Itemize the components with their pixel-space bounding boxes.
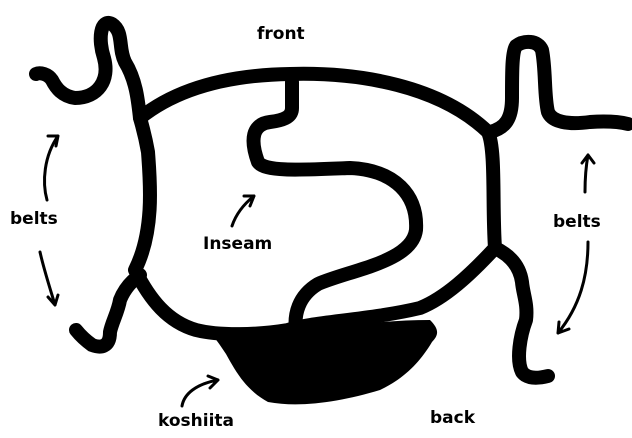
left-upper-belt	[36, 23, 140, 118]
arrow-inseam	[232, 196, 254, 226]
right-upper-belt	[490, 42, 628, 132]
left-lower-belt	[76, 275, 140, 347]
arrow-belts-left-up	[45, 136, 58, 200]
arrow-belts-right-up	[582, 155, 594, 192]
arrow-belts-left-down	[40, 252, 58, 305]
label-inseam: Inseam	[203, 236, 272, 253]
body-outline	[135, 74, 495, 334]
right-lower-belt	[495, 248, 548, 378]
label-back: back	[430, 410, 475, 427]
arrow-koshiita	[182, 376, 218, 406]
label-front: front	[257, 26, 305, 43]
label-koshiita: koshiita	[158, 413, 234, 430]
label-belts-left: belts	[10, 211, 58, 228]
label-belts-right: belts	[553, 214, 601, 231]
inseam-curve	[254, 82, 417, 330]
arrow-belts-right-down	[558, 242, 588, 333]
